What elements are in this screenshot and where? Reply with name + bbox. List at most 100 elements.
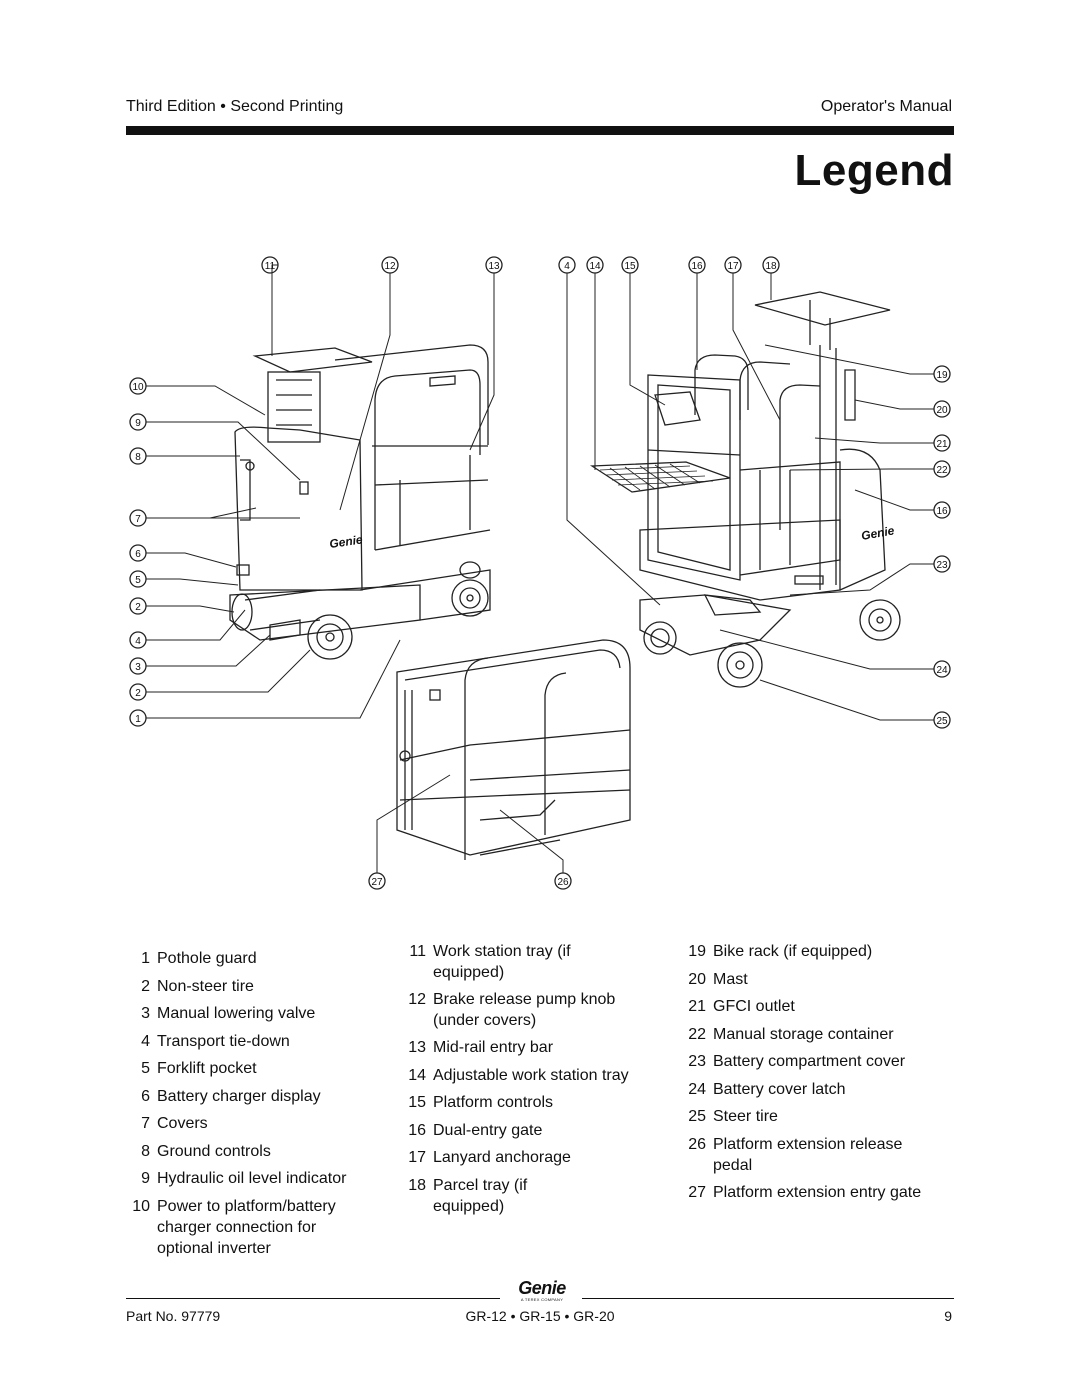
callout-4b: 4 bbox=[129, 631, 147, 649]
brand-decal-left: Genie bbox=[328, 532, 363, 551]
svg-text:25: 25 bbox=[936, 716, 948, 727]
svg-text:16: 16 bbox=[691, 261, 703, 272]
svg-text:2: 2 bbox=[135, 602, 141, 613]
callout-5: 5 bbox=[129, 570, 147, 588]
footer-rule-right bbox=[582, 1298, 954, 1299]
callout-25: 25 bbox=[933, 711, 951, 729]
leader-lines-bottom bbox=[376, 774, 564, 873]
svg-text:7: 7 bbox=[135, 514, 141, 525]
svg-text:1: 1 bbox=[135, 714, 141, 725]
svg-text:2: 2 bbox=[135, 688, 141, 699]
leader-lines-left bbox=[146, 264, 495, 719]
legend-diagram: 11 12 13 4 14 15 16 17 18 10 9 8 7 6 5 2… bbox=[129, 256, 951, 890]
callout-12: 12 bbox=[381, 256, 399, 274]
callout-4: 4 bbox=[558, 256, 576, 274]
svg-text:21: 21 bbox=[936, 439, 948, 450]
callout-2b: 2 bbox=[129, 683, 147, 701]
footer-rule-left bbox=[126, 1298, 500, 1299]
callout-1: 1 bbox=[129, 709, 147, 727]
svg-text:17: 17 bbox=[727, 261, 739, 272]
callout-7: 7 bbox=[129, 509, 147, 527]
callout-17: 17 bbox=[724, 256, 742, 274]
footer-models: GR-12 • GR-15 • GR-20 bbox=[465, 1308, 615, 1324]
svg-text:3: 3 bbox=[135, 662, 141, 673]
svg-text:5: 5 bbox=[135, 575, 141, 586]
svg-text:16: 16 bbox=[936, 506, 948, 517]
callout-19: 19 bbox=[933, 365, 951, 383]
svg-text:23: 23 bbox=[936, 560, 948, 571]
footer-page-number: 9 bbox=[944, 1308, 952, 1324]
svg-text:10: 10 bbox=[132, 382, 144, 393]
machine-rear-view: Genie bbox=[589, 291, 901, 688]
callout-16b: 16 bbox=[933, 501, 951, 519]
leader-lines-right bbox=[566, 273, 934, 721]
callout-14: 14 bbox=[586, 256, 604, 274]
svg-text:27: 27 bbox=[371, 877, 383, 888]
header-rule bbox=[126, 126, 954, 135]
svg-text:14: 14 bbox=[589, 261, 601, 272]
machine-front-view: Genie bbox=[229, 344, 491, 660]
svg-text:4: 4 bbox=[564, 261, 570, 272]
callout-27: 27 bbox=[368, 872, 386, 890]
header-edition: Third Edition • Second Printing bbox=[126, 98, 344, 115]
callout-13: 13 bbox=[485, 256, 503, 274]
svg-text:19: 19 bbox=[936, 370, 948, 381]
svg-text:11: 11 bbox=[265, 261, 276, 272]
callout-18: 18 bbox=[762, 256, 780, 274]
callout-26: 26 bbox=[554, 872, 572, 890]
svg-text:22: 22 bbox=[936, 465, 948, 476]
brand-decal-right: Genie bbox=[860, 523, 896, 543]
footer-part-number: Part No. 97779 bbox=[126, 1308, 221, 1324]
callout-23: 23 bbox=[933, 555, 951, 573]
callout-21: 21 bbox=[933, 434, 951, 452]
svg-text:8: 8 bbox=[135, 452, 141, 463]
svg-text:15: 15 bbox=[624, 261, 636, 272]
callout-10: 10 bbox=[129, 377, 147, 395]
logo-tagline: A TEREX COMPANY bbox=[520, 1297, 564, 1302]
svg-text:18: 18 bbox=[765, 261, 777, 272]
header-manual-title: Operator's Manual bbox=[820, 98, 952, 115]
svg-text:12: 12 bbox=[384, 261, 396, 272]
callout-3: 3 bbox=[129, 657, 147, 675]
callout-24: 24 bbox=[933, 660, 951, 678]
callout-6: 6 bbox=[129, 544, 147, 562]
svg-text:24: 24 bbox=[936, 665, 948, 676]
logo-brand: Genie bbox=[518, 1278, 566, 1298]
svg-text:4: 4 bbox=[135, 636, 141, 647]
svg-text:26: 26 bbox=[557, 877, 569, 888]
svg-text:9: 9 bbox=[135, 418, 141, 429]
platform-extension bbox=[396, 639, 631, 860]
genie-logo: Genie A TEREX COMPANY bbox=[508, 1278, 576, 1302]
page-title: Legend bbox=[794, 146, 954, 195]
callout-8: 8 bbox=[129, 447, 147, 465]
svg-text:20: 20 bbox=[936, 405, 948, 416]
callout-16a: 16 bbox=[688, 256, 706, 274]
callout-22: 22 bbox=[933, 460, 951, 478]
callout-15: 15 bbox=[621, 256, 639, 274]
